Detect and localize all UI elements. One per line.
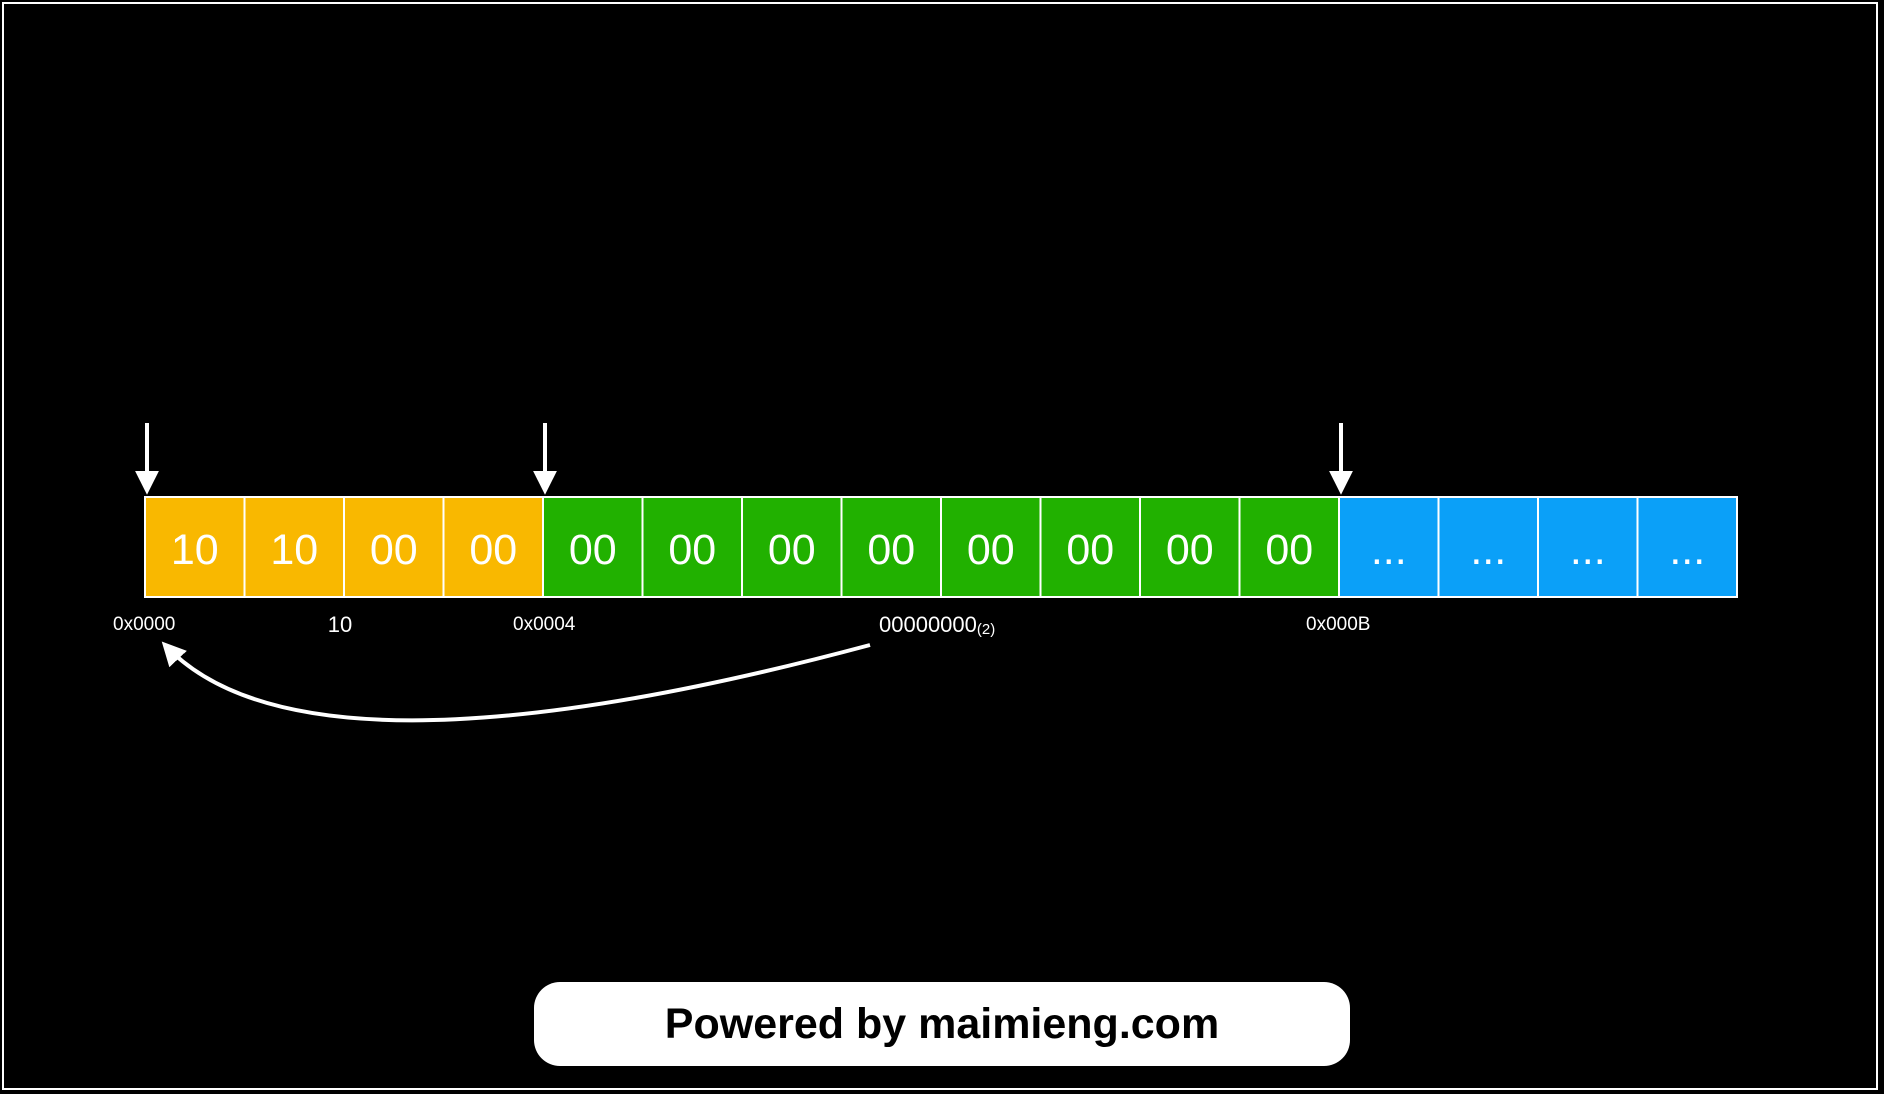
memory-cell-value: 00 [370,526,418,574]
memory-cell: ... [1537,496,1639,598]
memory-cell: ... [1338,496,1440,598]
memory-cell-value: 00 [1166,526,1214,574]
memory-cell: ... [1636,496,1738,598]
memory-cell: 10 [243,496,345,598]
address-label-0x0000: 0x0000 [113,614,175,635]
memory-cell: 00 [641,496,743,598]
memory-cell-box [144,496,246,598]
memory-cell: 00 [343,496,445,598]
watermark-badge: Powered by maimieng.com [534,982,1350,1066]
memory-cells: 10 10 00 00 00 00 00 00 00 00 00 00............ [144,496,1738,598]
memory-cell: 00 [442,496,544,598]
memory-cell-box [1338,496,1440,598]
memory-cell: 00 [1238,496,1340,598]
memory-cell-box [1039,496,1141,598]
memory-cell: 00 [940,496,1042,598]
memory-cell-value: 10 [270,526,318,574]
memory-cell-box [1636,496,1738,598]
curved-reference-arrow [161,641,871,723]
memory-cell-box [641,496,743,598]
memory-cell: ... [1437,496,1539,598]
memory-cell: 00 [1039,496,1141,598]
memory-cell-value: 00 [1265,526,1313,574]
memory-cell-box [1437,496,1539,598]
memory-cell-box [542,496,644,598]
memory-cell-box [243,496,345,598]
memory-cell-value: ... [1570,526,1606,574]
memory-cell-value: ... [1470,526,1506,574]
memory-cell-value: 00 [569,526,617,574]
memory-cell-box [442,496,544,598]
memory-cell-value: 00 [668,526,716,574]
memory-cell-value: 00 [768,526,816,574]
memory-cell-box [840,496,942,598]
address-label-0x0004: 0x0004 [513,614,576,635]
memory-cell-box [1537,496,1639,598]
memory-cell-value: 00 [967,526,1015,574]
memory-cell: 10 [144,496,246,598]
memory-cell-value: 00 [469,526,517,574]
memory-cell-box [1139,496,1241,598]
memory-cell-value: 10 [171,526,219,574]
memory-cell-box [1238,496,1340,598]
pointer-arrows [135,423,1353,495]
memory-cell-value: ... [1669,526,1705,574]
address-label-0x000B: 0x000B [1306,614,1370,635]
memory-cell-box [741,496,843,598]
watermark-text: Powered by maimieng.com [664,999,1220,1048]
memory-cell: 00 [741,496,843,598]
memory-cell-value: 00 [867,526,915,574]
binary-base-subscript: (2) [977,621,995,638]
binary-digits: 00000000 [879,612,977,637]
header-value-label: 10 [328,612,352,637]
memory-cell: 00 [840,496,942,598]
binary-value-label: 00000000(2) [879,612,995,638]
memory-cell-value: ... [1371,526,1407,574]
memory-cell-box [940,496,1042,598]
memory-cell-value: 00 [1066,526,1114,574]
memory-cell: 00 [542,496,644,598]
memory-cell: 00 [1139,496,1241,598]
